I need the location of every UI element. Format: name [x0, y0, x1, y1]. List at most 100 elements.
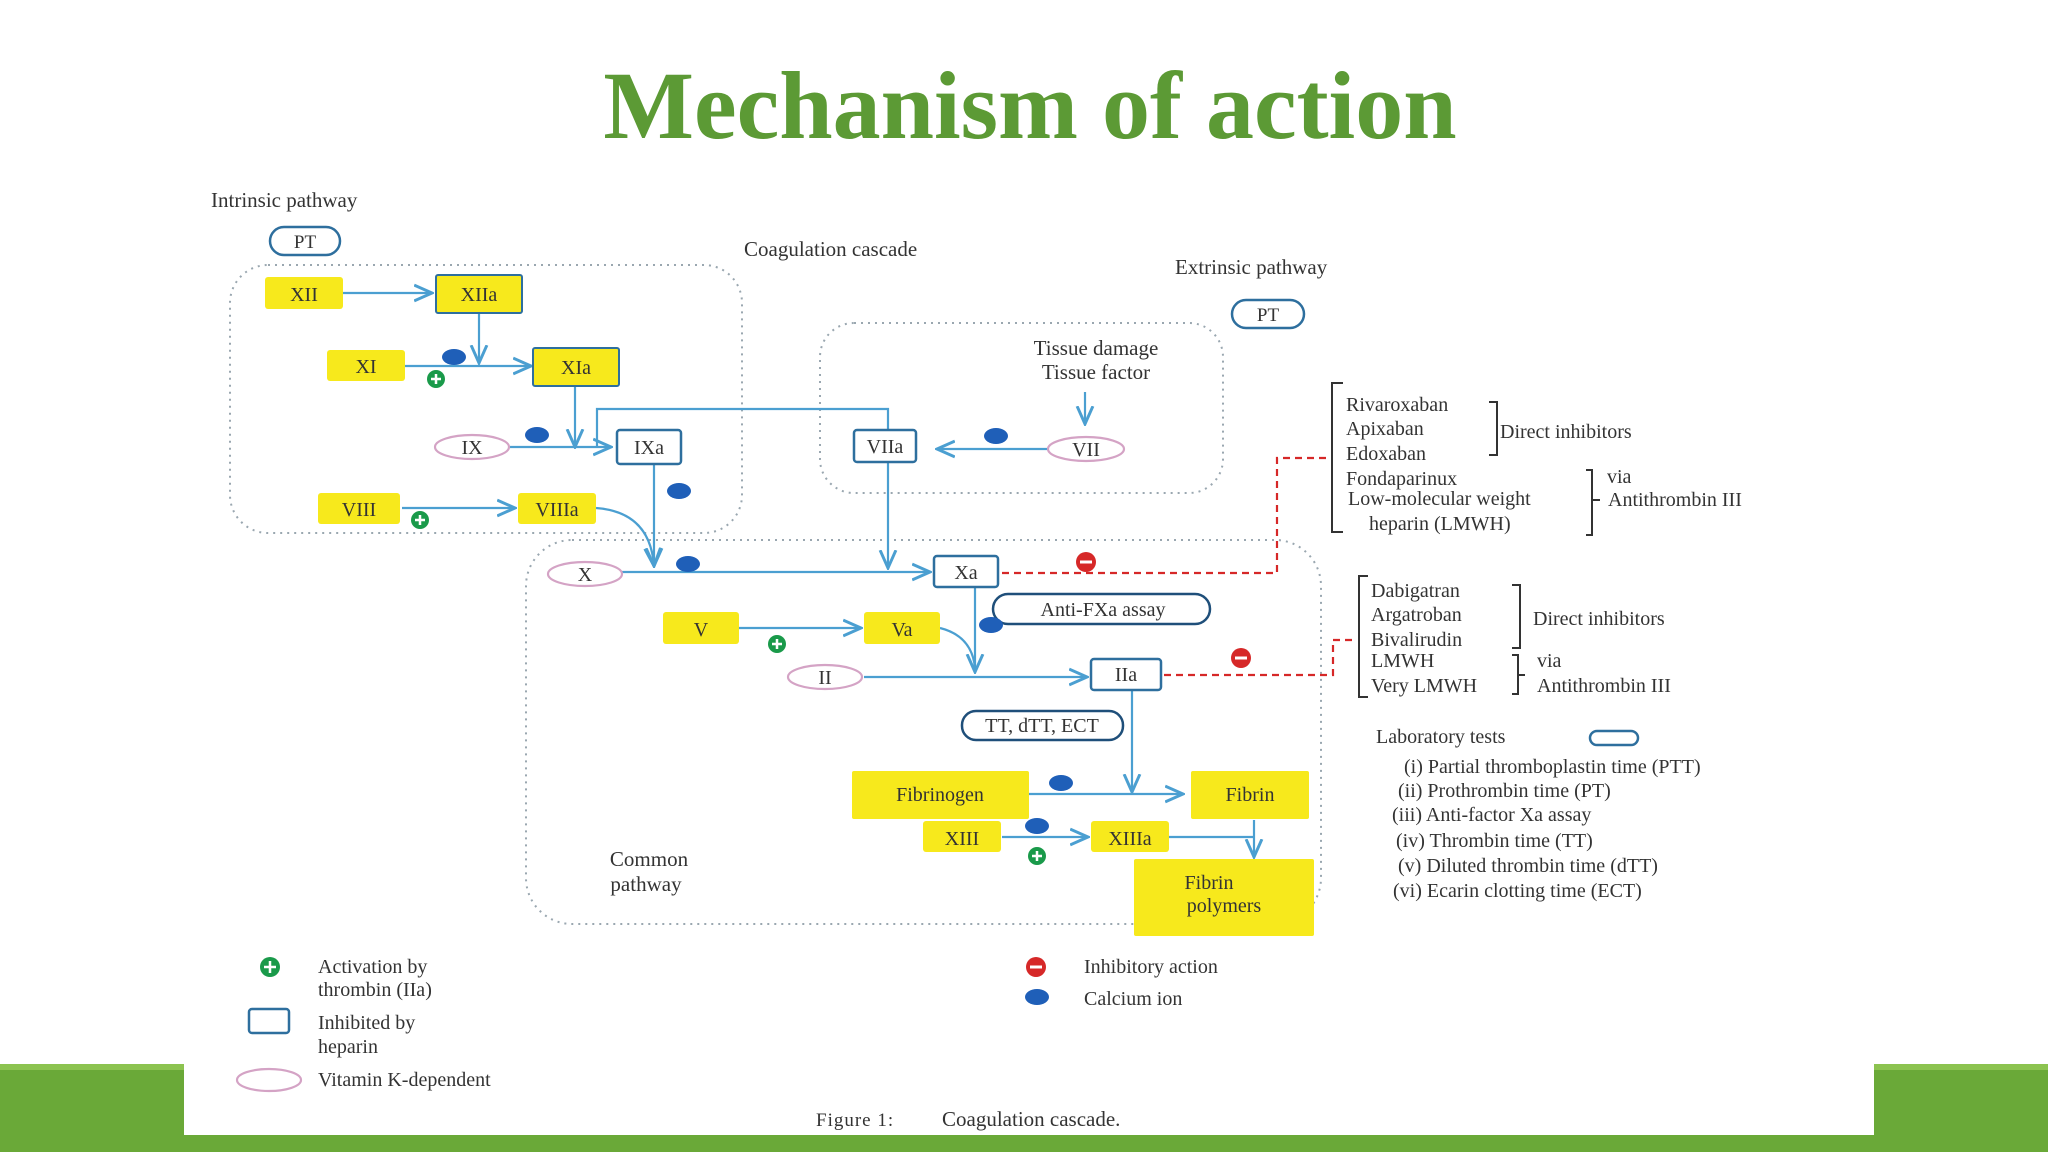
lab-tests-badge-icon	[1588, 729, 1640, 747]
xa-direct-inhibitor: Rivaroxaban	[1346, 394, 1448, 416]
factor-viia	[852, 428, 918, 464]
figure-caption-prefix: Figure 1:	[816, 1110, 894, 1131]
legend-calcium-label: Calcium ion	[1084, 988, 1182, 1010]
factor-xiiia-label: XIIIa	[1108, 828, 1151, 850]
slide-title: Mechanism of action	[603, 52, 1457, 159]
iia-inhibitor-connector	[1164, 638, 1352, 677]
anti-fxa-assay-label: Anti-FXa assay	[1041, 599, 1166, 621]
tissue-factor-label: Tissue factor	[1042, 360, 1150, 384]
factor-vii	[1046, 435, 1126, 463]
arrow-viia-ixa-link	[595, 407, 890, 447]
calcium-ion-icon	[676, 556, 700, 572]
factor-va-label: Va	[891, 619, 912, 641]
legend-activation-plus	[264, 961, 276, 973]
xa-direct-inhibitor: Edoxaban	[1346, 443, 1426, 465]
calcium-ion-icon	[984, 428, 1008, 444]
factor-ix	[433, 433, 511, 461]
factor-vii-label: VII	[1072, 439, 1100, 461]
legend-inhibitory-label: Inhibitory action	[1084, 956, 1218, 978]
lab-test-item: (i) Partial thromboplastin time (PTT)	[1404, 756, 1701, 778]
arrow-va-curve	[939, 626, 977, 669]
legend-vitamin-k-label: Vitamin K-dependent	[318, 1069, 491, 1091]
coagulation-cascade-label: Coagulation cascade	[744, 237, 917, 261]
factor-viiia-label: VIIIa	[535, 499, 578, 521]
intrinsic-pathway-label: Intrinsic pathway	[211, 188, 358, 212]
iia-direct-inhibitors-label: Direct inhibitors	[1533, 608, 1665, 630]
legend-heparin-box-icon	[247, 1007, 291, 1035]
xa-direct-inhibitor: Apixaban	[1346, 418, 1424, 440]
inhibitory-markers	[1076, 552, 1251, 668]
extrinsic-pathway-label: Extrinsic pathway	[1175, 255, 1328, 279]
intrinsic-region	[229, 264, 743, 534]
lab-test-item: (iv) Thrombin time (TT)	[1396, 830, 1593, 852]
factor-xiii	[923, 821, 1001, 852]
factor-xi-label: XI	[355, 356, 376, 378]
anti-fxa-assay-badge	[991, 592, 1212, 626]
iia-direct-inhibitor: Dabigatran	[1371, 580, 1460, 602]
lab-test-item: (iii) Anti-factor Xa assay	[1392, 804, 1591, 826]
activation-markers	[411, 370, 1046, 865]
factor-xa-label: Xa	[954, 562, 977, 584]
factor-ixa-label: IXa	[634, 437, 664, 459]
legend-inhibited-label: Inhibited by	[318, 1012, 415, 1034]
factor-fibrinogen-label: Fibrinogen	[896, 784, 984, 806]
iia-direct-inhibitor: Argatroban	[1371, 604, 1462, 626]
factor-xa	[932, 554, 1000, 589]
factor-fibrin-label: Fibrin	[1226, 784, 1275, 806]
xa-indirect-inhibitor: Low-molecular weight	[1348, 488, 1531, 510]
legend-inhibited-label-2: heparin	[318, 1036, 378, 1058]
tt-dtt-ect-badge	[960, 709, 1125, 742]
common-region	[525, 539, 1322, 925]
factor-va	[864, 612, 940, 644]
factor-viiia	[518, 493, 596, 524]
iia-direct-bracket	[1512, 584, 1521, 649]
legend-vitamin-k-icon	[235, 1067, 303, 1093]
tissue-damage-label: Tissue damage	[1034, 336, 1159, 360]
legend-activation-label-2: thrombin (IIa)	[318, 979, 432, 1001]
factor-ii-label: II	[818, 667, 831, 689]
factor-viia-label: VIIa	[867, 436, 904, 458]
factor-v	[663, 612, 739, 644]
factor-viii	[318, 493, 400, 524]
pt-badge-intrinsic	[268, 225, 342, 257]
common-pathway-label: Common	[610, 847, 689, 871]
pt-badge-extrinsic	[1230, 298, 1306, 330]
lab-test-item: (ii) Prothrombin time (PT)	[1398, 780, 1611, 802]
factor-xiiia	[1091, 821, 1169, 852]
tt-dtt-ect-label: TT, dTT, ECT	[985, 715, 1099, 737]
calcium-ion-icon	[667, 483, 691, 499]
factor-xiii-label: XIII	[945, 828, 979, 850]
factor-v-label: V	[694, 619, 709, 641]
pt-badge-extrinsic-label: PT	[1257, 305, 1280, 326]
xa-indirect-bracket	[1586, 469, 1600, 536]
xa-indirect-inhibitor: Fondaparinux	[1346, 468, 1457, 490]
xa-antithrombin-label: Antithrombin III	[1608, 489, 1742, 511]
iia-via-label: via	[1537, 650, 1562, 672]
xa-inhibitor-connector	[1002, 456, 1332, 575]
factor-xiia	[435, 274, 523, 314]
legend-calcium-icon	[1025, 989, 1049, 1005]
factor-xia-label: XIa	[561, 357, 591, 379]
lab-test-item: (vi) Ecarin clotting time (ECT)	[1393, 880, 1642, 902]
iia-indirect-bracket	[1512, 654, 1525, 695]
factor-xiia-label: XIIa	[461, 284, 498, 306]
calcium-ion-icon	[1025, 818, 1049, 834]
iia-bracket-left	[1358, 575, 1368, 698]
iia-direct-inhibitor: Bivalirudin	[1371, 629, 1462, 651]
xa-direct-inhibitors-label: Direct inhibitors	[1500, 421, 1632, 443]
factor-ixa	[615, 428, 683, 466]
factor-xii-label: XII	[290, 284, 318, 306]
factor-fibrin	[1191, 771, 1309, 819]
factor-xii	[265, 277, 343, 309]
calcium-ion-icon	[1049, 775, 1073, 791]
factor-fibrin-polymers-label: Fibrin	[1185, 872, 1234, 894]
factor-x-label: X	[578, 564, 593, 586]
lab-test-item: (v) Diluted thrombin time (dTT)	[1398, 855, 1658, 877]
calcium-ion-icon	[442, 349, 466, 365]
factor-viii-label: VIII	[342, 499, 376, 521]
iia-indirect-inhibitor: LMWH	[1371, 650, 1434, 672]
legend-activation-label: Activation by	[318, 956, 427, 978]
xa-bracket-left	[1331, 382, 1343, 533]
factor-ii	[786, 663, 864, 691]
